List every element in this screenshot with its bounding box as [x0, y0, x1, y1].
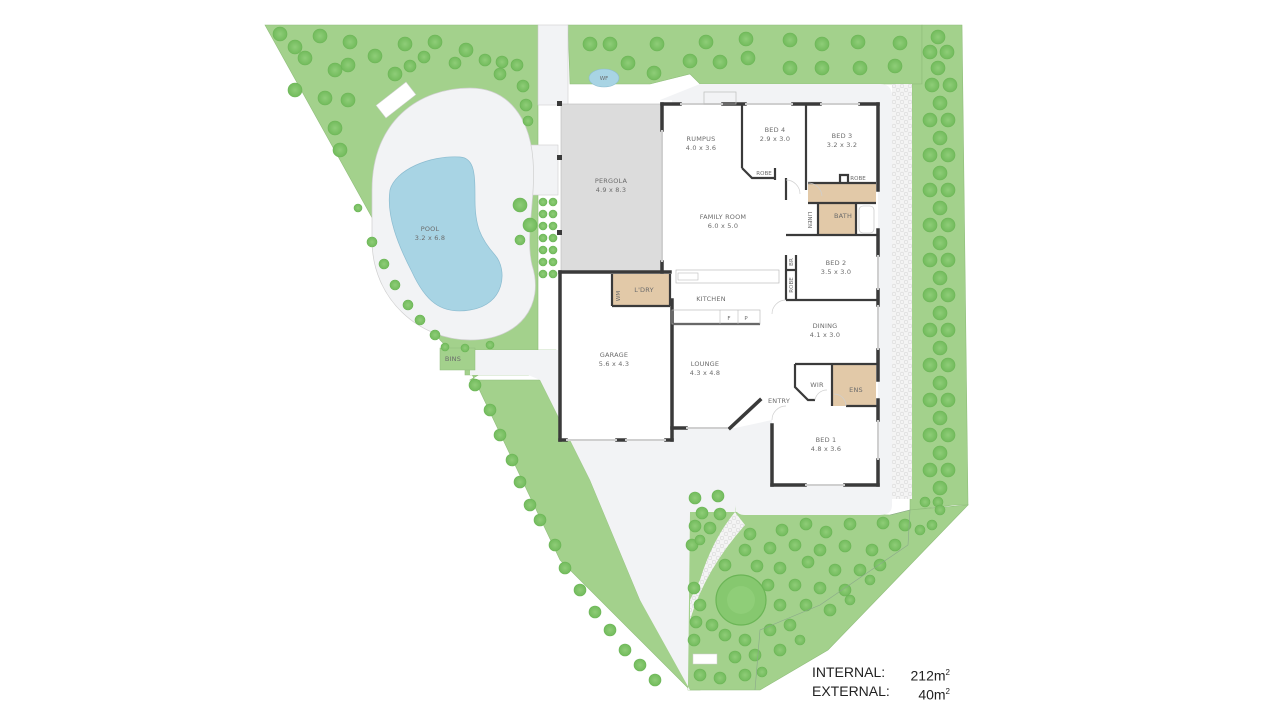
- bed3-size: 3.2 x 3.2: [827, 141, 857, 149]
- pergola-label: PERGOLA: [595, 177, 628, 185]
- ens-label: ENS: [849, 386, 863, 394]
- bed4-label: BED 4: [765, 126, 786, 134]
- bed4-size: 2.9 x 3.0: [760, 135, 790, 143]
- pool-size: 3.2 x 6.8: [415, 234, 445, 242]
- rumpus-size: 4.0 x 3.6: [686, 144, 716, 152]
- pool-label: POOL: [421, 225, 440, 233]
- room-labels: RUMPUS 4.0 x 3.6 BED 4 2.9 x 3.0 BED 3 3…: [599, 126, 866, 453]
- dining-size: 4.1 x 3.0: [810, 331, 840, 339]
- family-room-label: FAMILY ROOM: [700, 213, 746, 221]
- family-room-size: 6.0 x 5.0: [708, 222, 738, 230]
- internal-area-value: 212m2: [910, 667, 950, 684]
- lounge-label: LOUNGE: [691, 360, 719, 368]
- bath-label: BATH: [834, 212, 852, 220]
- linen-label: LINEN: [806, 212, 812, 228]
- external-area-label: EXTERNAL:: [812, 682, 890, 699]
- br-label: BR: [789, 258, 795, 266]
- garage-size: 5.6 x 4.3: [599, 360, 629, 368]
- water-feature: [588, 68, 620, 88]
- external-area-row: EXTERNAL: 40m2: [812, 682, 950, 703]
- rumpus-label: RUMPUS: [687, 135, 716, 143]
- garage-label: GARAGE: [600, 351, 628, 359]
- lounge-size: 4.3 x 4.8: [690, 369, 720, 377]
- laundry-label: L'DRY: [634, 286, 653, 294]
- wir-label: WIR: [810, 381, 824, 389]
- fridge-label: F: [727, 316, 730, 322]
- bed3-label: BED 3: [832, 132, 853, 140]
- bed2-size: 3.5 x 3.0: [821, 268, 851, 276]
- internal-area-row: INTERNAL: 212m2: [812, 665, 950, 684]
- pantry-label: P: [744, 316, 748, 322]
- wm-label: WM: [616, 291, 622, 301]
- pergola-size: 4.9 x 8.3: [596, 186, 626, 194]
- bins-label: BINS: [445, 355, 461, 363]
- house: F P: [558, 91, 880, 487]
- sun-lounger: [375, 81, 417, 119]
- dining-label: DINING: [813, 322, 838, 330]
- robe-bed3-label: ROBE: [850, 176, 866, 182]
- pool-area: POOL 3.2 x 6.8: [371, 81, 536, 341]
- entry-label: ENTRY: [768, 397, 790, 405]
- robe-bed2-label: ROBE: [789, 277, 795, 293]
- robe-bed4-label: ROBE: [756, 171, 772, 177]
- wf-label: WF: [600, 76, 609, 82]
- internal-area-label: INTERNAL:: [812, 664, 886, 680]
- area-summary: INTERNAL: 212m2 EXTERNAL: 40m2: [812, 665, 950, 702]
- kitchen-label: KITCHEN: [696, 295, 726, 303]
- trees: [272, 26, 958, 687]
- bed1-size: 4.8 x 3.6: [811, 445, 841, 453]
- pergola: [560, 103, 663, 273]
- bed1-label: BED 1: [816, 436, 837, 444]
- bed2-label: BED 2: [826, 259, 847, 267]
- external-area-value: 40m2: [918, 686, 950, 703]
